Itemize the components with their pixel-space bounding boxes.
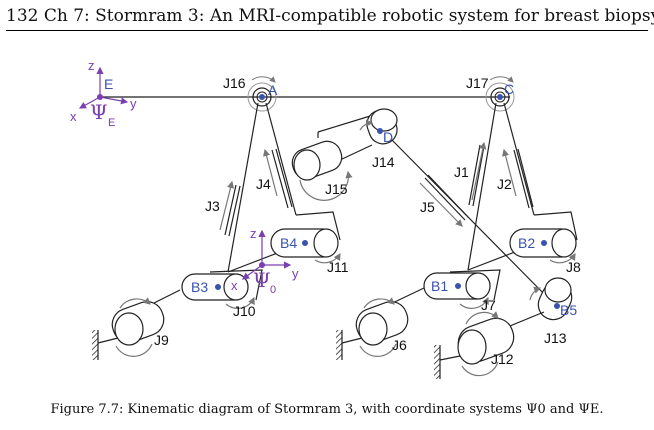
frame-e-x-label: x bbox=[70, 109, 77, 124]
frame-psi-0: z y x Ψ 0 bbox=[231, 226, 299, 296]
point-b4-label: B4 bbox=[280, 235, 297, 251]
kinematic-diagram: z E y x Ψ E J16 A J17 C J3 J4 bbox=[70, 58, 581, 379]
figure-caption: Figure 7.7: Kinematic diagram of Stormra… bbox=[50, 402, 604, 417]
joint-j14: D J14 bbox=[317, 108, 398, 170]
joint-j6-label: J6 bbox=[392, 337, 407, 353]
left-leg-j4: J4 bbox=[256, 102, 297, 216]
point-a-label: A bbox=[268, 82, 278, 98]
right-leg-j2: J2 bbox=[497, 102, 535, 216]
joint-j12-label: J12 bbox=[491, 351, 514, 367]
frame-e-y-label: y bbox=[130, 96, 137, 111]
frame-e-sub-label: E bbox=[108, 117, 115, 129]
joint-j10-label: J10 bbox=[233, 303, 256, 319]
page-header: 132 Ch 7: Stormram 3: An MRI-compatible … bbox=[6, 4, 654, 31]
joint-j3-label: J3 bbox=[205, 198, 220, 214]
joint-j15: J15 bbox=[291, 140, 373, 201]
frame-e-z-label: z bbox=[88, 58, 95, 73]
joint-j17: J17 C bbox=[466, 75, 515, 112]
joint-j1-label: J1 bbox=[454, 164, 469, 180]
frame-0-x-label: x bbox=[231, 278, 238, 293]
joint-j10: B3 J10 bbox=[181, 269, 263, 319]
joint-j11-label: J11 bbox=[327, 259, 349, 275]
frame-e-psi-label: Ψ bbox=[90, 100, 108, 124]
left-leg-j3: J3 bbox=[205, 102, 259, 273]
point-c-label: C bbox=[504, 81, 514, 97]
frame-0-sub-label: 0 bbox=[270, 284, 276, 296]
frame-0-y-label: y bbox=[292, 266, 299, 281]
joint-j17-label: J17 bbox=[466, 75, 489, 91]
frame-0-z-label: z bbox=[250, 226, 257, 241]
joint-j8-label: J8 bbox=[566, 259, 581, 275]
right-leg-j1: J1 bbox=[454, 102, 497, 271]
joint-j13-label: J13 bbox=[544, 330, 567, 346]
joint-j15-label: J15 bbox=[325, 181, 348, 197]
joint-j11: B4 J11 bbox=[227, 211, 349, 275]
point-b5-label: B5 bbox=[560, 302, 577, 318]
point-d-label: D bbox=[383, 129, 393, 145]
joint-j14-label: J14 bbox=[372, 154, 395, 170]
joint-j6: J6 bbox=[336, 287, 425, 360]
joint-j5-label: J5 bbox=[420, 199, 435, 215]
frame-0-psi-label: Ψ bbox=[253, 268, 271, 292]
joint-j8: B2 J8 bbox=[467, 211, 581, 275]
joint-j9: J9 bbox=[92, 289, 181, 360]
header-text: 132 Ch 7: Stormram 3: An MRI-compatible … bbox=[6, 6, 654, 26]
point-b2-label: B2 bbox=[518, 235, 535, 251]
joint-j16-label: J16 bbox=[223, 75, 246, 91]
joint-j7-label: J7 bbox=[481, 297, 496, 313]
joint-j12: J12 bbox=[434, 311, 545, 379]
link-j5: J5 bbox=[389, 137, 556, 306]
frame-psi-e: z E y x Ψ E bbox=[70, 58, 137, 129]
joint-j13: B5 J13 bbox=[529, 277, 577, 346]
point-b1-label: B1 bbox=[431, 278, 448, 294]
joint-j2-label: J2 bbox=[497, 176, 512, 192]
point-e-label: E bbox=[104, 76, 113, 92]
joint-j4-label: J4 bbox=[256, 176, 271, 192]
joint-j7: B1 J7 bbox=[423, 269, 501, 313]
joint-j9-label: J9 bbox=[154, 332, 169, 348]
joint-j16: J16 A bbox=[223, 75, 278, 112]
point-b3-label: B3 bbox=[191, 279, 208, 295]
